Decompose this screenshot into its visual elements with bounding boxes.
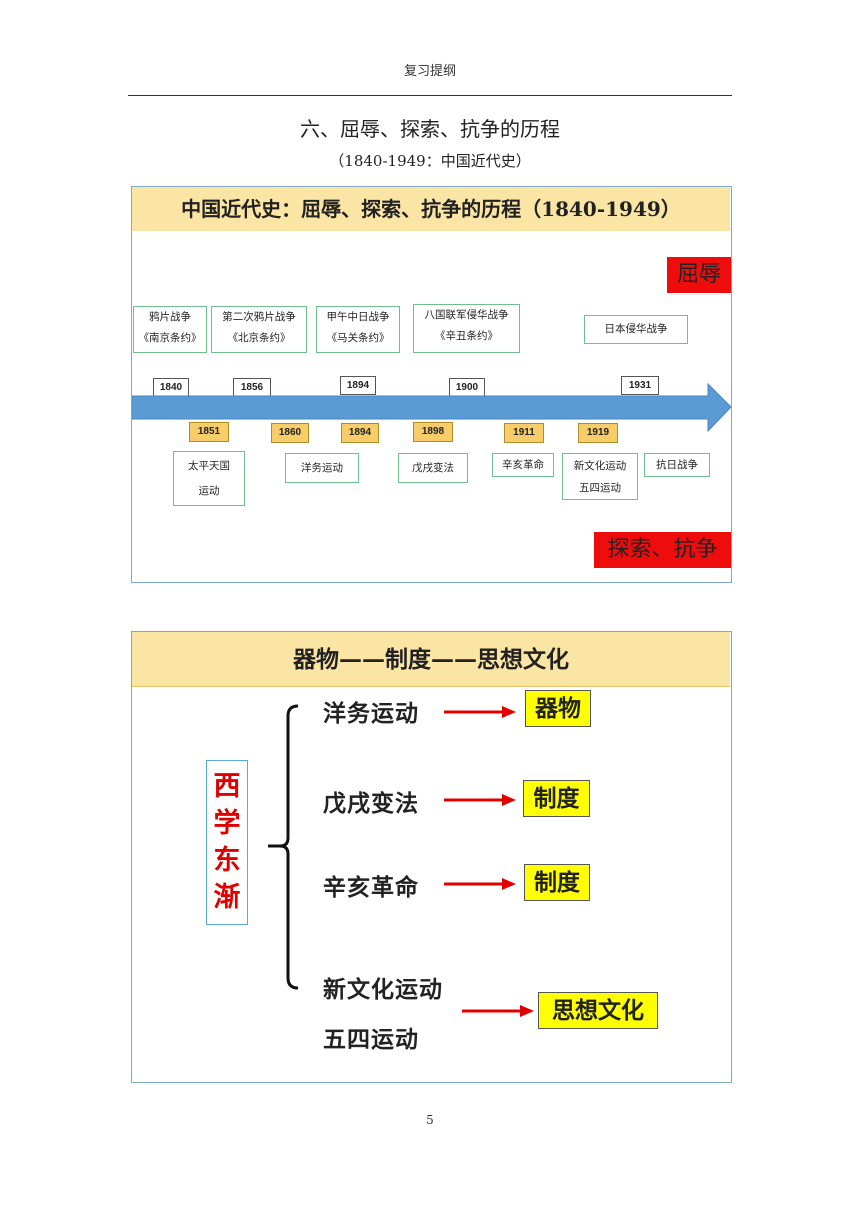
exploration-tag: 探索、抗争	[594, 532, 731, 568]
row-event-xinhai-revolution: 辛亥革命	[323, 874, 419, 901]
result-box-institution: 制度	[524, 864, 590, 901]
event-xinhai-revolution: 辛亥革命	[492, 453, 554, 477]
result-box-material: 器物	[525, 690, 591, 727]
concept-slide: 器物——制度——思想文化 西 学 东 渐 洋务运动 戊戌变法 辛亥革命 新文化运…	[131, 631, 732, 1083]
arrow-icon	[444, 878, 516, 890]
result-box-thought-culture: 思想文化	[538, 992, 658, 1029]
event-hundred-days-reform: 戊戌变法	[398, 453, 468, 483]
event-new-culture-movement: 新文化运动五四运动	[562, 453, 638, 500]
year-label: 1856	[233, 378, 271, 397]
section-title: 六、屈辱、探索、抗争的历程	[300, 117, 560, 141]
result-box-institution: 制度	[523, 780, 590, 817]
section-subtitle: （1840-1949：中国近代史）	[329, 152, 531, 170]
year-label: 1931	[621, 376, 659, 395]
timeline-banner: 中国近代史：屈辱、探索、抗争的历程（1840-1949）	[132, 187, 730, 231]
concept-banner: 器物——制度——思想文化	[132, 632, 730, 687]
row-event-hundred-days-reform: 戊戌变法	[323, 790, 419, 817]
arrow-icon	[444, 794, 516, 806]
event-self-strengthening: 洋务运动	[285, 453, 359, 483]
west-learning-label: 西 学 东 渐	[206, 760, 248, 925]
header-rule	[128, 95, 732, 96]
year-label: 1919	[578, 423, 618, 443]
timeline-arrow	[132, 383, 731, 433]
row-event-new-culture: 新文化运动	[323, 976, 443, 1003]
humiliation-tag: 屈辱	[667, 257, 731, 293]
year-label: 1860	[271, 423, 309, 443]
event-eight-nation-alliance: 八国联军侵华战争《辛丑条约》	[413, 304, 520, 353]
arrow-icon	[462, 1005, 534, 1017]
row-event-self-strengthening: 洋务运动	[323, 700, 419, 727]
year-label: 1851	[189, 422, 229, 442]
grouping-bracket	[268, 704, 299, 990]
page-number: 5	[426, 1113, 434, 1127]
event-taiping: 太平天国运动	[173, 451, 245, 506]
row-event-may-fourth: 五四运动	[323, 1026, 419, 1053]
event-second-opium-war: 第二次鸦片战争《北京条约》	[211, 306, 307, 353]
page-header: 复习提纲	[403, 64, 456, 79]
event-sino-japanese-war: 甲午中日战争《马关条约》	[316, 306, 400, 353]
timeline-slide: 中国近代史：屈辱、探索、抗争的历程（1840-1949） 屈辱 鸦片战争《南京条…	[131, 186, 732, 583]
event-opium-war: 鸦片战争《南京条约》	[133, 306, 207, 353]
year-label: 1898	[413, 422, 453, 442]
year-label: 1894	[340, 376, 376, 395]
year-label: 1894	[341, 423, 379, 443]
arrow-icon	[444, 706, 516, 718]
event-japanese-invasion: 日本侵华战争	[584, 315, 688, 344]
year-label: 1911	[504, 423, 544, 443]
event-anti-japanese-war: 抗日战争	[644, 453, 710, 477]
